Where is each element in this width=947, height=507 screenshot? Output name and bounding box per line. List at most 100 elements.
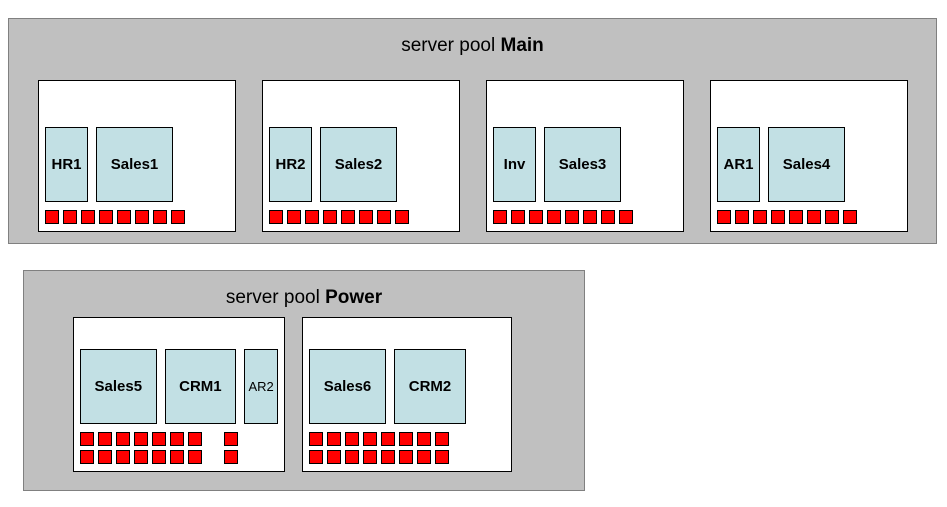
resource-unit[interactable] <box>98 432 112 446</box>
resource-unit[interactable] <box>80 450 94 464</box>
resource-unit[interactable] <box>305 210 319 224</box>
resource-unit[interactable] <box>825 210 839 224</box>
resource-grid <box>45 210 229 224</box>
resource-unit[interactable] <box>171 210 185 224</box>
application-box-ar2[interactable]: AR2 <box>244 349 278 424</box>
application-box-crm1[interactable]: CRM1 <box>164 349 237 424</box>
application-box-sales6[interactable]: Sales6 <box>309 349 386 424</box>
resource-unit[interactable] <box>134 432 148 446</box>
resource-unit[interactable] <box>135 210 149 224</box>
resource-unit[interactable] <box>116 432 130 446</box>
resource-unit[interactable] <box>789 210 803 224</box>
pool-title-power: server pool Power <box>24 288 584 307</box>
resource-unit[interactable] <box>807 210 821 224</box>
resource-unit[interactable] <box>417 432 431 446</box>
resource-unit[interactable] <box>170 450 184 464</box>
application-box-sales4[interactable]: Sales4 <box>768 127 845 202</box>
server-box-main-3[interactable]: Inv Sales3 <box>486 80 684 232</box>
resource-unit[interactable] <box>80 432 94 446</box>
application-box-sales2[interactable]: Sales2 <box>320 127 397 202</box>
application-list: HR2 Sales2 <box>269 127 453 202</box>
resource-unit[interactable] <box>269 210 283 224</box>
application-box-ar1[interactable]: AR1 <box>717 127 760 202</box>
server-list-main: HR1 Sales1 HR2 Sales2 <box>38 80 908 232</box>
resource-unit[interactable] <box>843 210 857 224</box>
server-pool-power: server pool Power Sales5 CRM1 AR2 <box>23 270 585 491</box>
resource-unit[interactable] <box>493 210 507 224</box>
resource-unit[interactable] <box>327 450 341 464</box>
resource-unit[interactable] <box>170 432 184 446</box>
resource-unit[interactable] <box>511 210 525 224</box>
resource-unit[interactable] <box>309 432 323 446</box>
resource-grid <box>717 210 901 224</box>
application-box-inv[interactable]: Inv <box>493 127 536 202</box>
resource-unit[interactable] <box>345 432 359 446</box>
resource-unit[interactable] <box>717 210 731 224</box>
resource-unit[interactable] <box>735 210 749 224</box>
resource-grid <box>269 210 453 224</box>
resource-unit[interactable] <box>377 210 391 224</box>
resource-unit[interactable] <box>134 450 148 464</box>
resource-unit[interactable] <box>224 432 238 446</box>
resource-unit[interactable] <box>345 450 359 464</box>
resource-unit[interactable] <box>435 432 449 446</box>
server-box-power-2[interactable]: Sales6 CRM2 <box>302 317 512 472</box>
resource-unit[interactable] <box>287 210 301 224</box>
resource-row <box>80 432 278 446</box>
resource-unit[interactable] <box>565 210 579 224</box>
resource-unit[interactable] <box>116 450 130 464</box>
application-box-crm2[interactable]: CRM2 <box>394 349 466 424</box>
application-list: Sales5 CRM1 AR2 <box>80 349 278 424</box>
resource-unit[interactable] <box>327 432 341 446</box>
resource-unit[interactable] <box>363 450 377 464</box>
resource-unit[interactable] <box>81 210 95 224</box>
resource-unit[interactable] <box>359 210 373 224</box>
application-list: Inv Sales3 <box>493 127 677 202</box>
resource-unit[interactable] <box>323 210 337 224</box>
resource-unit[interactable] <box>309 450 323 464</box>
pool-title-name: Main <box>500 35 544 56</box>
resource-grid <box>309 432 505 464</box>
server-box-main-2[interactable]: HR2 Sales2 <box>262 80 460 232</box>
resource-unit[interactable] <box>99 210 113 224</box>
server-box-power-1[interactable]: Sales5 CRM1 AR2 <box>73 317 285 472</box>
resource-unit[interactable] <box>188 450 202 464</box>
resource-unit[interactable] <box>399 432 413 446</box>
resource-unit[interactable] <box>601 210 615 224</box>
pool-title-prefix: server pool <box>225 287 326 308</box>
application-box-sales3[interactable]: Sales3 <box>544 127 621 202</box>
application-box-hr1[interactable]: HR1 <box>45 127 88 202</box>
application-box-hr2[interactable]: HR2 <box>269 127 312 202</box>
resource-unit[interactable] <box>117 210 131 224</box>
resource-grid <box>80 432 278 464</box>
resource-unit[interactable] <box>45 210 59 224</box>
resource-unit[interactable] <box>341 210 355 224</box>
application-list: AR1 Sales4 <box>717 127 901 202</box>
resource-unit[interactable] <box>153 210 167 224</box>
server-box-main-4[interactable]: AR1 Sales4 <box>710 80 908 232</box>
application-box-sales1[interactable]: Sales1 <box>96 127 173 202</box>
resource-unit[interactable] <box>399 450 413 464</box>
resource-unit[interactable] <box>771 210 785 224</box>
resource-unit[interactable] <box>435 450 449 464</box>
application-list: Sales6 CRM2 <box>309 349 505 424</box>
application-box-sales5[interactable]: Sales5 <box>80 349 157 424</box>
resource-unit[interactable] <box>63 210 77 224</box>
resource-row <box>309 450 505 464</box>
resource-unit[interactable] <box>381 432 395 446</box>
resource-unit[interactable] <box>188 432 202 446</box>
resource-unit[interactable] <box>529 210 543 224</box>
resource-unit[interactable] <box>381 450 395 464</box>
resource-unit[interactable] <box>98 450 112 464</box>
resource-unit[interactable] <box>547 210 561 224</box>
resource-unit[interactable] <box>152 450 166 464</box>
resource-unit[interactable] <box>417 450 431 464</box>
resource-unit[interactable] <box>363 432 377 446</box>
resource-unit[interactable] <box>619 210 633 224</box>
resource-unit[interactable] <box>583 210 597 224</box>
resource-unit[interactable] <box>395 210 409 224</box>
server-box-main-1[interactable]: HR1 Sales1 <box>38 80 236 232</box>
resource-unit[interactable] <box>224 450 238 464</box>
resource-unit[interactable] <box>152 432 166 446</box>
resource-unit[interactable] <box>753 210 767 224</box>
